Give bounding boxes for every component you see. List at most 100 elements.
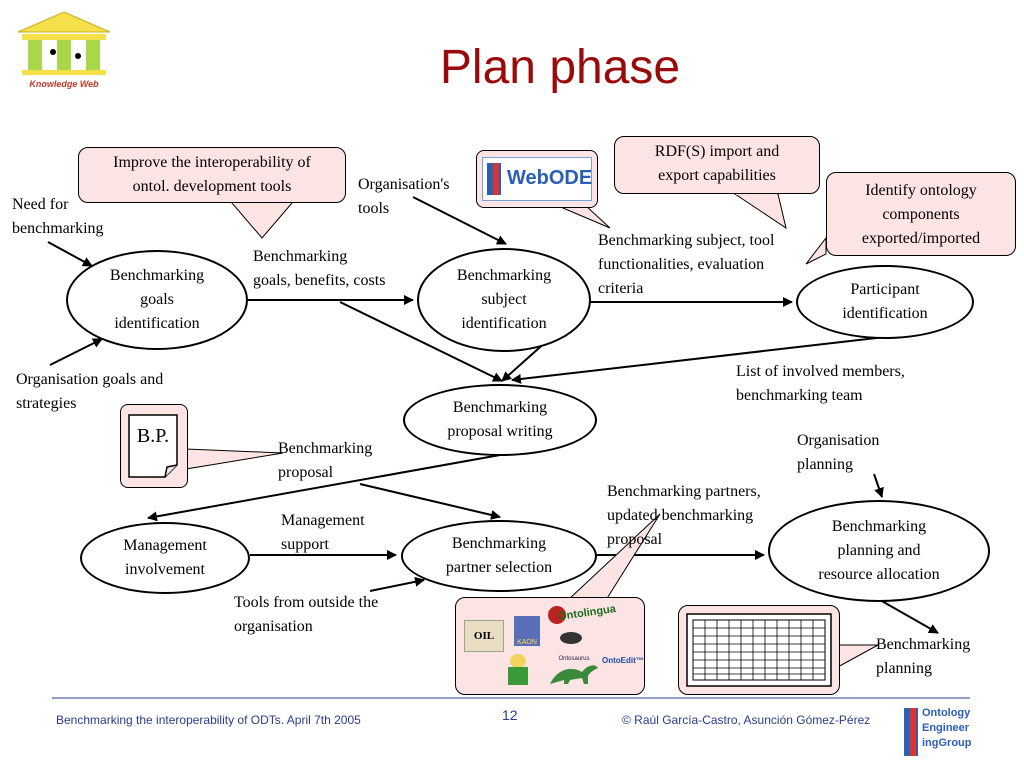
node-subject-line-1: Benchmarking <box>456 267 552 284</box>
node-management-involvement[interactable]: Management involvement <box>80 522 250 594</box>
callout-tail-rdf <box>733 193 787 230</box>
callout-rdf-line-2: export capabilities <box>658 167 776 184</box>
oil-logo: OIL <box>464 620 504 652</box>
ontolingua-globe-icon <box>548 606 566 624</box>
node-planning-resource-allocation[interactable]: Benchmarking planning and resource alloc… <box>768 500 990 602</box>
node-goals-identification[interactable]: Benchmarking goals identification <box>66 250 248 350</box>
label-need-for-benchmarking: Need for benchmarking <box>12 193 104 241</box>
label-organisation-tools: Organisation's tools <box>358 173 449 221</box>
document-icon <box>128 414 178 478</box>
label-org-goals-line-1: Organisation goals and <box>16 371 164 388</box>
node-goals-line-1: Benchmarking <box>109 267 205 284</box>
callout-improve-interoperability: Improve the interoperability of ontol. d… <box>78 147 346 203</box>
callout-tail-identify <box>805 236 827 265</box>
label-subject-criteria: Benchmarking subject, tool functionaliti… <box>598 229 774 301</box>
node-proposal-writing[interactable]: Benchmarking proposal writing <box>403 384 597 456</box>
label-need-line-1: Need for <box>12 196 69 213</box>
bp-callout: B.P. <box>120 404 188 488</box>
label-partners-updated-line-1: Benchmarking partners, <box>607 483 761 500</box>
label-mgmt-support-line-2: support <box>281 536 329 553</box>
node-partner-line-2: partner selection <box>445 559 553 576</box>
dinosaur-icon <box>550 665 598 684</box>
footer-left-text: Benchmarking the interoperability of ODT… <box>56 713 361 727</box>
page-number: 12 <box>502 707 518 723</box>
label-partners-updated-line-2: updated benchmarking <box>607 507 754 524</box>
tool-logos-callout: OIL KAON Ontolingua Ontosaurus OntoEdit™ <box>455 597 645 695</box>
kaon-logo: KAON <box>514 616 540 646</box>
ontoedit-logo: OntoEdit™ <box>602 656 644 665</box>
callout-improve-line-2: ontol. development tools <box>132 178 292 195</box>
label-need-line-2: benchmarking <box>12 220 104 237</box>
node-subject-identification[interactable]: Benchmarking subject identification <box>417 248 591 352</box>
label-bench-proposal-line-2: proposal <box>278 464 334 481</box>
callout-improve-line-1: Improve the interoperability of <box>113 154 311 171</box>
label-benchmarking-planning: Benchmarking planning <box>876 633 970 681</box>
label-tools-outside-line-1: Tools from outside the <box>234 594 379 611</box>
label-goals-benefits-line-1: Benchmarking <box>253 248 348 265</box>
slide-title: Plan phase <box>439 41 681 94</box>
node-management-line-1: Management <box>123 537 207 554</box>
node-partner-selection[interactable]: Benchmarking partner selection <box>401 520 597 592</box>
label-involved-line-2: benchmarking team <box>736 387 863 404</box>
planning-grid-callout <box>678 605 840 695</box>
label-org-planning-line-1: Organisation <box>797 432 880 449</box>
spreadsheet-icon <box>686 613 832 687</box>
label-bench-planning-line-1: Benchmarking <box>876 636 971 653</box>
oeg-logo-line-3: ingGroup <box>922 737 972 749</box>
webode-logo-text: WebODE <box>507 167 593 189</box>
webode-logo-box: WebODE <box>476 150 598 208</box>
label-subject-criteria-line-1: Benchmarking subject, tool <box>598 232 775 249</box>
label-organisation-goals: Organisation goals and strategies <box>16 368 163 416</box>
node-goals-line-3: identification <box>114 315 200 332</box>
label-org-tools-line-2: tools <box>358 200 390 217</box>
label-partners-updated: Benchmarking partners, updated benchmark… <box>607 480 761 552</box>
arrow-planning-to-output <box>879 599 939 634</box>
callout-identify-line-1: Identify ontology <box>865 182 977 199</box>
callout-identify-line-3: exported/imported <box>861 230 981 247</box>
ontosaurus-logo-text: Ontosaurus <box>558 656 590 662</box>
label-organisation-planning: Organisation planning <box>797 429 879 477</box>
node-planning-line-2: planning and <box>837 542 921 559</box>
oeg-logo-stripe-icon <box>910 708 916 756</box>
callout-identify-line-2: components <box>882 206 960 223</box>
label-goals-benefits-costs: Benchmarking goals, benefits, costs <box>253 245 385 293</box>
node-participant-line-2: identification <box>842 305 928 322</box>
label-tools-outside: Tools from outside the organisation <box>234 591 378 639</box>
node-goals-line-2: goals <box>140 291 174 308</box>
node-subject-line-3: identification <box>461 315 547 332</box>
node-participant-line-1: Participant <box>850 281 920 298</box>
arrow-goals-to-proposal <box>339 301 503 382</box>
webode-logo: WebODE <box>482 157 592 201</box>
label-subject-criteria-line-3: criteria <box>598 280 644 297</box>
arrow-participant-to-proposal <box>511 336 886 384</box>
node-participant-identification[interactable]: Participant identification <box>796 265 974 339</box>
arrow-tools-to-partner <box>369 576 425 592</box>
label-benchmarking-proposal: Benchmarking proposal <box>278 437 372 485</box>
node-planning-line-3: resource allocation <box>818 566 940 583</box>
callout-tail-bp <box>185 448 284 470</box>
callout-tail-improve <box>230 202 294 239</box>
knowledge-web-logo: Knowledge Web <box>14 10 114 89</box>
label-partners-updated-line-3: proposal <box>607 531 663 548</box>
arrow-orggoals-to-goals <box>49 338 103 366</box>
label-org-tools-line-1: Organisation's <box>358 176 450 193</box>
callout-identify-components: Identify ontology components exported/im… <box>826 172 1016 256</box>
node-planning-line-1: Benchmarking <box>831 518 927 535</box>
label-mgmt-support-line-1: Management <box>281 512 365 529</box>
webode-logo-stripe-icon <box>493 163 499 195</box>
node-subject-line-2: subject <box>481 291 527 308</box>
label-tools-outside-line-2: organisation <box>234 618 313 635</box>
bug-icon <box>560 632 582 644</box>
arrow-proposal-to-partner <box>359 483 501 520</box>
callout-rdf-line-1: RDF(S) import and <box>654 143 780 160</box>
label-involved-members: List of involved members, benchmarking t… <box>736 360 905 408</box>
arrow-orgtools-to-subject <box>412 196 507 245</box>
arrow-need-to-goals <box>47 241 93 267</box>
knowledge-web-logo-text: Knowledge Web <box>29 79 99 89</box>
callout-tail-grid <box>835 644 879 669</box>
ontolingua-logo: Ontolingua <box>548 603 634 626</box>
node-partner-line-1: Benchmarking <box>451 535 547 552</box>
label-org-goals-line-2: strategies <box>16 395 77 412</box>
label-management-support: Management support <box>281 509 365 557</box>
